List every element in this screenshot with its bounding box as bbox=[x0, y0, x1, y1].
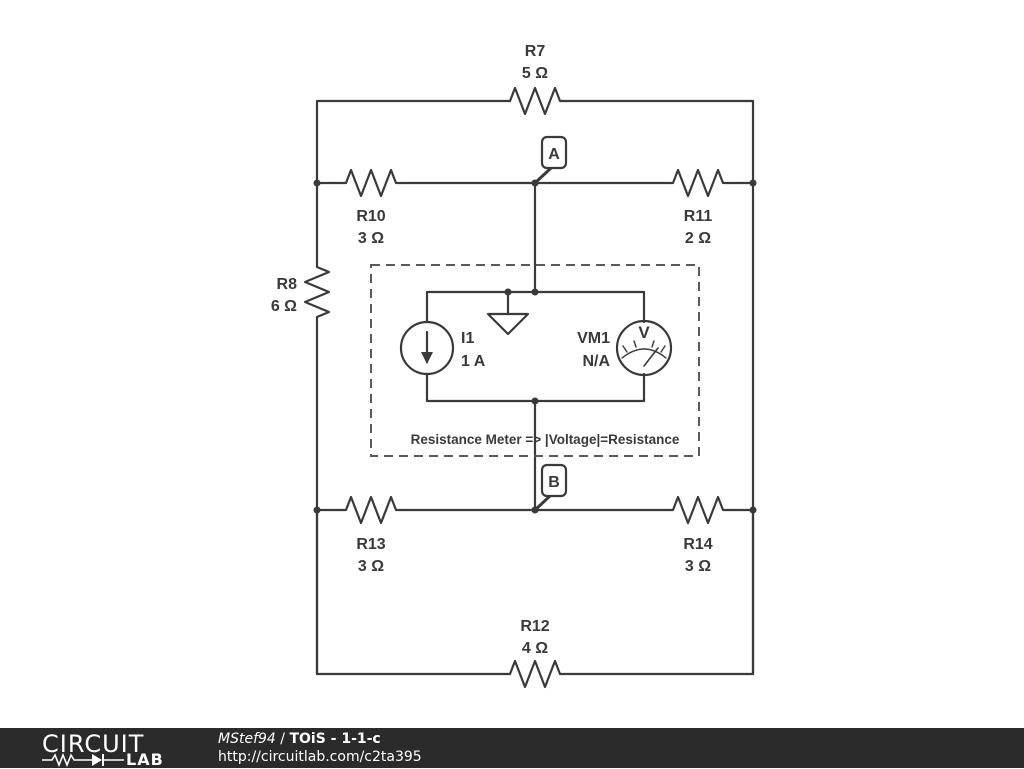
label-r8-name: R8 bbox=[277, 276, 298, 293]
voltmeter-symbol: V bbox=[638, 323, 650, 342]
circuitlab-logo[interactable]: CIRCUIT LAB bbox=[38, 730, 188, 769]
resistor-r12[interactable] bbox=[503, 659, 567, 689]
meter-inner-wires bbox=[425, 290, 646, 403]
wire-bottom-outer bbox=[315, 508, 755, 676]
resistor-r13[interactable] bbox=[339, 495, 403, 525]
label-r10-name: R10 bbox=[356, 208, 385, 225]
meter-note: Resistance Meter => |Voltage|=Resistance bbox=[411, 432, 680, 447]
resistor-r11[interactable] bbox=[666, 168, 730, 198]
resistor-diode-icon bbox=[42, 753, 124, 767]
label-r11-value: 2 Ω bbox=[685, 230, 711, 247]
node-flag-b[interactable]: B bbox=[533, 463, 568, 512]
resistor-r10[interactable] bbox=[339, 168, 403, 198]
label-r14-name: R14 bbox=[683, 536, 712, 553]
label-r13-name: R13 bbox=[356, 536, 385, 553]
label-vm1-value: N/A bbox=[582, 353, 610, 370]
label-r7-value: 5 Ω bbox=[522, 65, 548, 82]
logo-text-circuit: CIRCUIT bbox=[42, 730, 145, 758]
label-r12-value: 4 Ω bbox=[522, 640, 548, 657]
node-label-b: B bbox=[548, 474, 560, 491]
label-i1-name: I1 bbox=[461, 330, 474, 347]
label-r10-value: 3 Ω bbox=[358, 230, 384, 247]
label-r7-name: R7 bbox=[525, 43, 546, 60]
node-flag-a[interactable]: A bbox=[533, 135, 568, 185]
label-r11-name: R11 bbox=[684, 208, 713, 225]
label-i1-value: 1 A bbox=[461, 353, 486, 370]
label-r14-value: 3 Ω bbox=[685, 558, 711, 575]
resistance-meter-box bbox=[370, 264, 700, 457]
logo-text-lab: LAB bbox=[126, 750, 164, 769]
resistor-r14[interactable] bbox=[666, 495, 730, 525]
label-r8-value: 6 Ω bbox=[271, 298, 297, 315]
credit-separator: / bbox=[275, 731, 290, 747]
ground-symbol bbox=[486, 290, 530, 336]
resistor-r7[interactable] bbox=[503, 86, 567, 116]
label-r13-value: 3 Ω bbox=[358, 558, 384, 575]
label-r12-name: R12 bbox=[520, 618, 549, 635]
label-vm1-name: VM1 bbox=[577, 330, 610, 347]
circuit-title[interactable]: TOiS - 1-1-c bbox=[289, 731, 381, 747]
circuit-schematic: V A B R7 5 Ω bbox=[271, 43, 757, 689]
voltmeter-vm1[interactable]: V bbox=[615, 319, 673, 377]
circuit-credit: MStef94 / TOiS - 1-1-c bbox=[218, 731, 381, 747]
author-name[interactable]: MStef94 bbox=[218, 731, 276, 747]
resistor-r8[interactable] bbox=[303, 260, 331, 324]
circuit-url[interactable]: http://circuitlab.com/c2ta395 bbox=[218, 749, 422, 765]
current-source-i1[interactable] bbox=[399, 320, 455, 376]
wire-top-outer bbox=[315, 99, 755, 185]
footer-bar: CIRCUIT LAB MStef94 / TOiS - 1-1-c http:… bbox=[0, 728, 1024, 769]
node-label-a: A bbox=[548, 146, 560, 163]
